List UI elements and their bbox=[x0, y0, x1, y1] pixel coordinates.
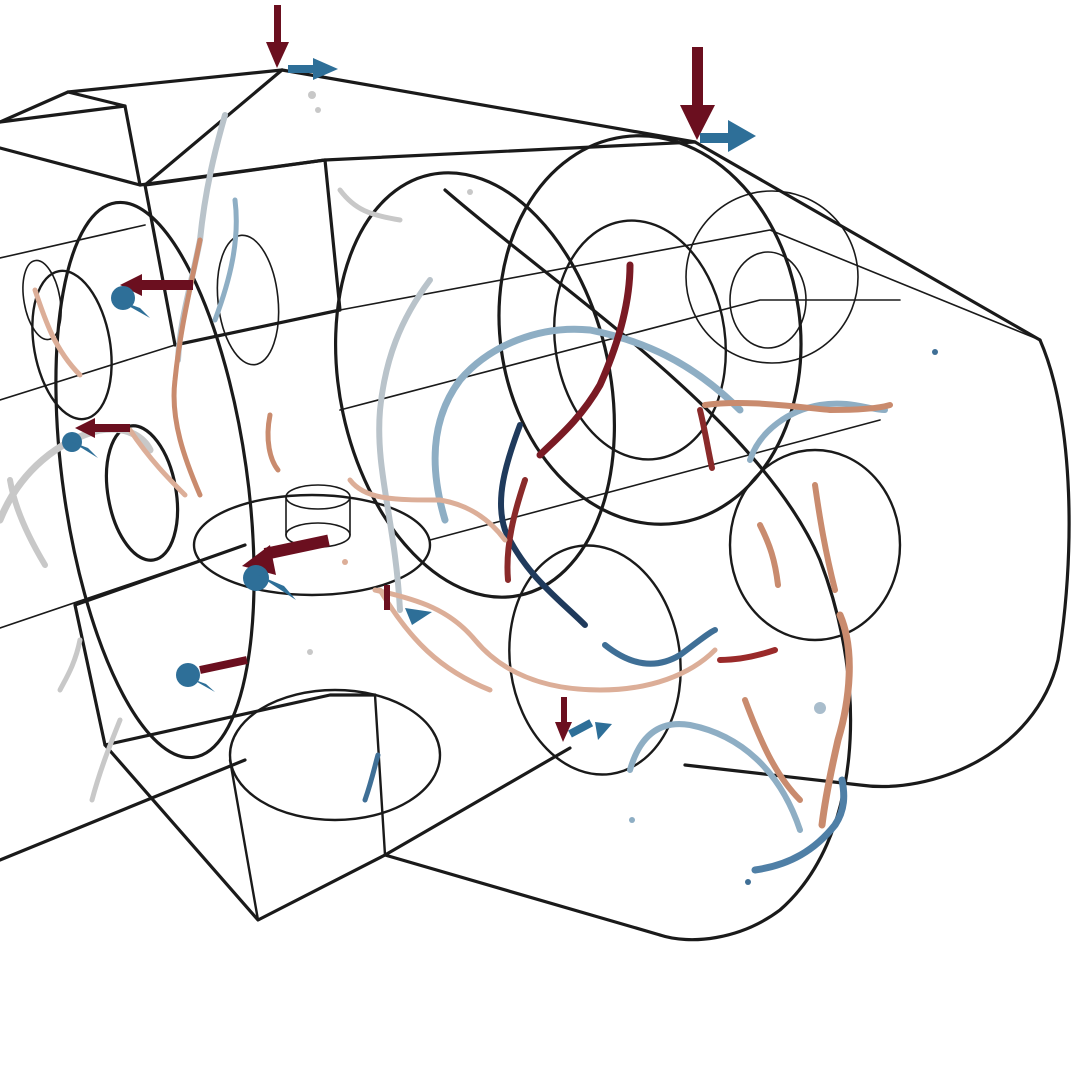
streamline-gray-2 bbox=[7, 477, 48, 568]
roof-left-edge bbox=[0, 104, 127, 124]
roof-cross-edge bbox=[66, 90, 142, 187]
streamline-gray-6 bbox=[89, 717, 123, 803]
streamline-lightblue-4 bbox=[212, 197, 239, 323]
streamline-darkblue-1 bbox=[497, 422, 588, 628]
streamline-gray-5 bbox=[57, 637, 83, 693]
arrow-down-top-2 bbox=[680, 47, 715, 140]
streamline-blue-2 bbox=[751, 776, 848, 874]
streamline-fragments bbox=[307, 91, 938, 885]
arrow-blue-mid-1 bbox=[111, 286, 150, 318]
pedestal-sides bbox=[285, 496, 351, 536]
lower-box-ring bbox=[228, 688, 442, 822]
arrow-left-mid-1 bbox=[120, 274, 193, 296]
streamline-lightblue-2 bbox=[627, 721, 803, 833]
front-cylinder-inner bbox=[216, 234, 280, 366]
streamlines bbox=[0, 112, 893, 874]
streamline-darkred-4 bbox=[717, 647, 778, 663]
streamline-darkred-1 bbox=[536, 261, 634, 459]
front-cylinder-ring-a bbox=[54, 200, 256, 760]
streamline-gray-3 bbox=[376, 277, 433, 613]
right-drum-mid bbox=[552, 219, 728, 461]
vector-arrows bbox=[62, 5, 756, 742]
slice-line-upper bbox=[0, 224, 1041, 346]
bottom-front-edge bbox=[383, 853, 662, 937]
streamline-lightsalmon-1 bbox=[372, 587, 718, 693]
streamline-gray-7 bbox=[337, 187, 403, 223]
streamline-blue-3 bbox=[362, 752, 381, 803]
bottom-slab-edge bbox=[0, 758, 247, 862]
lower-box-top bbox=[73, 543, 377, 747]
arrow-right-top-1 bbox=[288, 58, 338, 80]
wireframe-geometry bbox=[0, 68, 1071, 942]
streamline-lightblue-3 bbox=[747, 400, 888, 463]
streamline-lightblue-1 bbox=[431, 325, 744, 524]
streamline-darkred-2 bbox=[504, 477, 528, 583]
streamline-salmon-1 bbox=[818, 611, 853, 829]
pedestal-ring-large bbox=[192, 493, 432, 597]
streamline-blue-1 bbox=[602, 627, 718, 667]
lower-box-vertical bbox=[228, 693, 387, 922]
right-drum-back bbox=[685, 190, 859, 364]
arrow-lower-drum bbox=[555, 697, 612, 742]
central-box-outline bbox=[143, 158, 342, 347]
arrow-small-center bbox=[384, 585, 432, 625]
right-drum-small-hole bbox=[728, 448, 902, 642]
slice-line-mid bbox=[0, 299, 901, 411]
lower-box-outline bbox=[73, 603, 572, 922]
arrow-down-top-1 bbox=[266, 5, 289, 68]
streamline-salmon-2 bbox=[742, 697, 803, 803]
arrow-lower-left bbox=[176, 656, 248, 692]
streamline-lightsalmon-2 bbox=[377, 587, 493, 693]
arrow-right-top-2 bbox=[700, 120, 756, 152]
streamline-darkred-3 bbox=[697, 407, 715, 471]
streamline-salmon-5 bbox=[702, 399, 893, 413]
central-box-vertical bbox=[143, 158, 342, 347]
roof-diagonal bbox=[143, 68, 284, 187]
roof-front-edge bbox=[0, 140, 697, 187]
right-body-front-arc bbox=[443, 188, 853, 942]
left-ring-inner bbox=[22, 259, 62, 341]
streamline-gray-1 bbox=[0, 425, 154, 524]
left-ring-outer bbox=[31, 269, 113, 421]
streamline-lightsalmon-5 bbox=[32, 287, 83, 378]
streamline-salmon-7 bbox=[265, 412, 281, 473]
streamline-salmon-4 bbox=[757, 522, 781, 588]
arrow-blue-mid-2 bbox=[62, 432, 98, 458]
streamline-salmon-6 bbox=[171, 237, 203, 498]
right-body-outline bbox=[683, 338, 1071, 789]
streamline-salmon-3 bbox=[812, 482, 838, 593]
streamline-lightsalmon-3 bbox=[347, 477, 508, 543]
arrow-left-mid-2 bbox=[75, 418, 130, 438]
streamline-lightsalmon-4 bbox=[127, 427, 188, 498]
arrow-blue-center bbox=[243, 565, 296, 600]
